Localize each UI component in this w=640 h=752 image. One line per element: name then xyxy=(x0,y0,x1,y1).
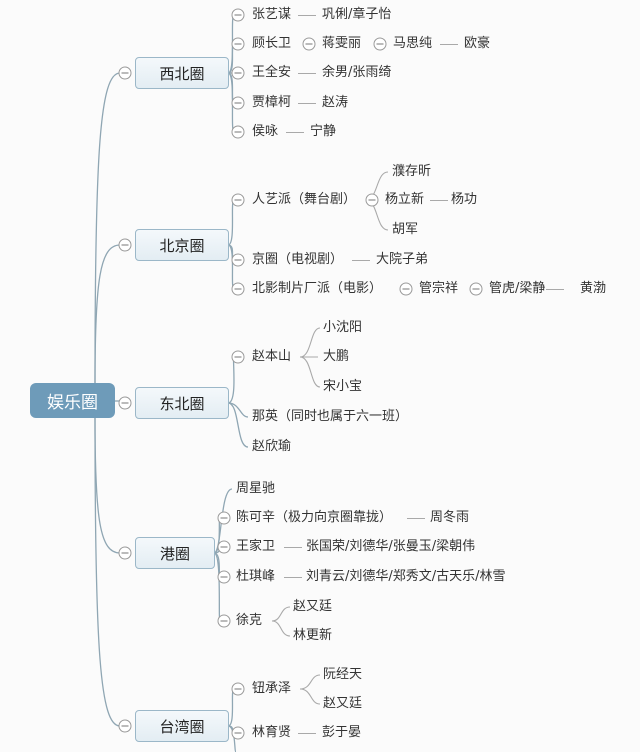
node[interactable]: 陈可辛（极力向京圈靠拢） xyxy=(236,510,393,525)
connector-dash xyxy=(298,733,316,734)
category-northeast[interactable]: 东北圈 xyxy=(135,387,229,419)
node[interactable]: 张国荣/刘德华/张曼玉/梁朝伟 xyxy=(306,539,476,554)
node[interactable]: 刘青云/刘德华/郑秀文/古天乐/林雪 xyxy=(306,569,506,584)
collapse-icon[interactable] xyxy=(373,37,387,51)
category-taiwan[interactable]: 台湾圈 xyxy=(135,710,229,742)
node[interactable]: 濮存昕 xyxy=(392,164,432,179)
node[interactable]: 黄渤 xyxy=(580,281,607,296)
collapse-icon[interactable] xyxy=(217,540,231,554)
node[interactable]: 余男/张雨绮 xyxy=(322,65,392,80)
node[interactable]: 杜琪峰 xyxy=(236,569,276,584)
node[interactable]: 侯咏 xyxy=(252,124,279,139)
collapse-icon[interactable] xyxy=(217,614,231,628)
node[interactable]: 杨立新 xyxy=(385,192,425,207)
node[interactable]: 王家卫 xyxy=(236,539,276,554)
node[interactable]: 赵又廷 xyxy=(323,696,363,711)
collapse-icon[interactable] xyxy=(231,282,245,296)
collapse-icon[interactable] xyxy=(231,253,245,267)
collapse-icon[interactable] xyxy=(469,282,483,296)
category-beijing[interactable]: 北京圈 xyxy=(135,229,229,261)
collapse-icon[interactable] xyxy=(231,8,245,22)
node[interactable]: 顾长卫 xyxy=(252,36,292,51)
collapse-icon[interactable] xyxy=(231,682,245,696)
collapse-icon[interactable] xyxy=(231,96,245,110)
node[interactable]: 周星驰 xyxy=(236,481,276,496)
node[interactable]: 宁静 xyxy=(310,124,337,139)
node[interactable]: 王全安 xyxy=(252,65,292,80)
node[interactable]: 徐克 xyxy=(236,613,263,628)
collapse-icon[interactable] xyxy=(231,125,245,139)
connector-dash xyxy=(286,132,304,133)
collapse-icon[interactable] xyxy=(365,193,379,207)
node[interactable]: 小沈阳 xyxy=(323,320,363,335)
node[interactable]: 张艺谋 xyxy=(252,7,292,22)
connector-dash xyxy=(430,200,448,201)
connector-dash xyxy=(298,103,316,104)
node[interactable]: 京圈（电视剧） xyxy=(252,252,344,267)
connector-dash xyxy=(284,547,302,548)
node[interactable]: 宋小宝 xyxy=(323,379,363,394)
root-node[interactable]: 娱乐圈 xyxy=(30,383,115,418)
connector-dash xyxy=(298,15,316,16)
node[interactable]: 赵涛 xyxy=(322,95,349,110)
collapse-icon[interactable] xyxy=(118,396,132,410)
collapse-icon[interactable] xyxy=(302,37,316,51)
collapse-icon[interactable] xyxy=(231,193,245,207)
connector-dash xyxy=(298,73,316,74)
connector-dash xyxy=(407,518,425,519)
node[interactable]: 林更新 xyxy=(293,628,333,643)
collapse-icon[interactable] xyxy=(231,350,245,364)
node[interactable]: 北影制片厂派（电影） xyxy=(252,281,383,296)
node[interactable]: 巩俐/章子怡 xyxy=(322,7,392,22)
collapse-icon[interactable] xyxy=(217,511,231,525)
category-northwest[interactable]: 西北圈 xyxy=(135,57,229,89)
connector-dash xyxy=(546,289,564,290)
collapse-icon[interactable] xyxy=(217,570,231,584)
collapse-icon[interactable] xyxy=(118,238,132,252)
connector-dash xyxy=(352,260,370,261)
node[interactable]: 赵欣瑜 xyxy=(252,439,292,454)
node[interactable]: 大鹏 xyxy=(323,349,350,364)
node[interactable]: 胡军 xyxy=(392,222,419,237)
node[interactable]: 贾樟柯 xyxy=(252,95,292,110)
category-hongkong[interactable]: 港圈 xyxy=(135,537,215,569)
connector-dash xyxy=(284,577,302,578)
node[interactable]: 赵又廷 xyxy=(293,599,333,614)
node[interactable]: 彭于晏 xyxy=(322,725,362,740)
node[interactable]: 马思纯 xyxy=(393,36,433,51)
collapse-icon[interactable] xyxy=(118,66,132,80)
collapse-icon[interactable] xyxy=(231,66,245,80)
node[interactable]: 杨功 xyxy=(451,192,478,207)
collapse-icon[interactable] xyxy=(399,282,413,296)
node[interactable]: 阮经天 xyxy=(323,667,363,682)
node[interactable]: 欧豪 xyxy=(464,36,491,51)
node[interactable]: 周冬雨 xyxy=(430,510,470,525)
node[interactable]: 大院子弟 xyxy=(376,252,429,267)
collapse-icon[interactable] xyxy=(118,546,132,560)
node[interactable]: 钮承泽 xyxy=(252,681,292,696)
node[interactable]: 管宗祥 xyxy=(419,281,459,296)
collapse-icon[interactable] xyxy=(231,37,245,51)
collapse-icon[interactable] xyxy=(231,726,245,740)
connector-dash xyxy=(440,44,458,45)
collapse-icon[interactable] xyxy=(118,719,132,733)
node[interactable]: 赵本山 xyxy=(252,349,292,364)
node[interactable]: 那英（同时也属于六一班） xyxy=(252,409,409,424)
node[interactable]: 蒋雯丽 xyxy=(322,36,362,51)
node[interactable]: 管虎/梁静 xyxy=(489,281,546,296)
node[interactable]: 林育贤 xyxy=(252,725,292,740)
node[interactable]: 人艺派（舞台剧） xyxy=(252,192,357,207)
